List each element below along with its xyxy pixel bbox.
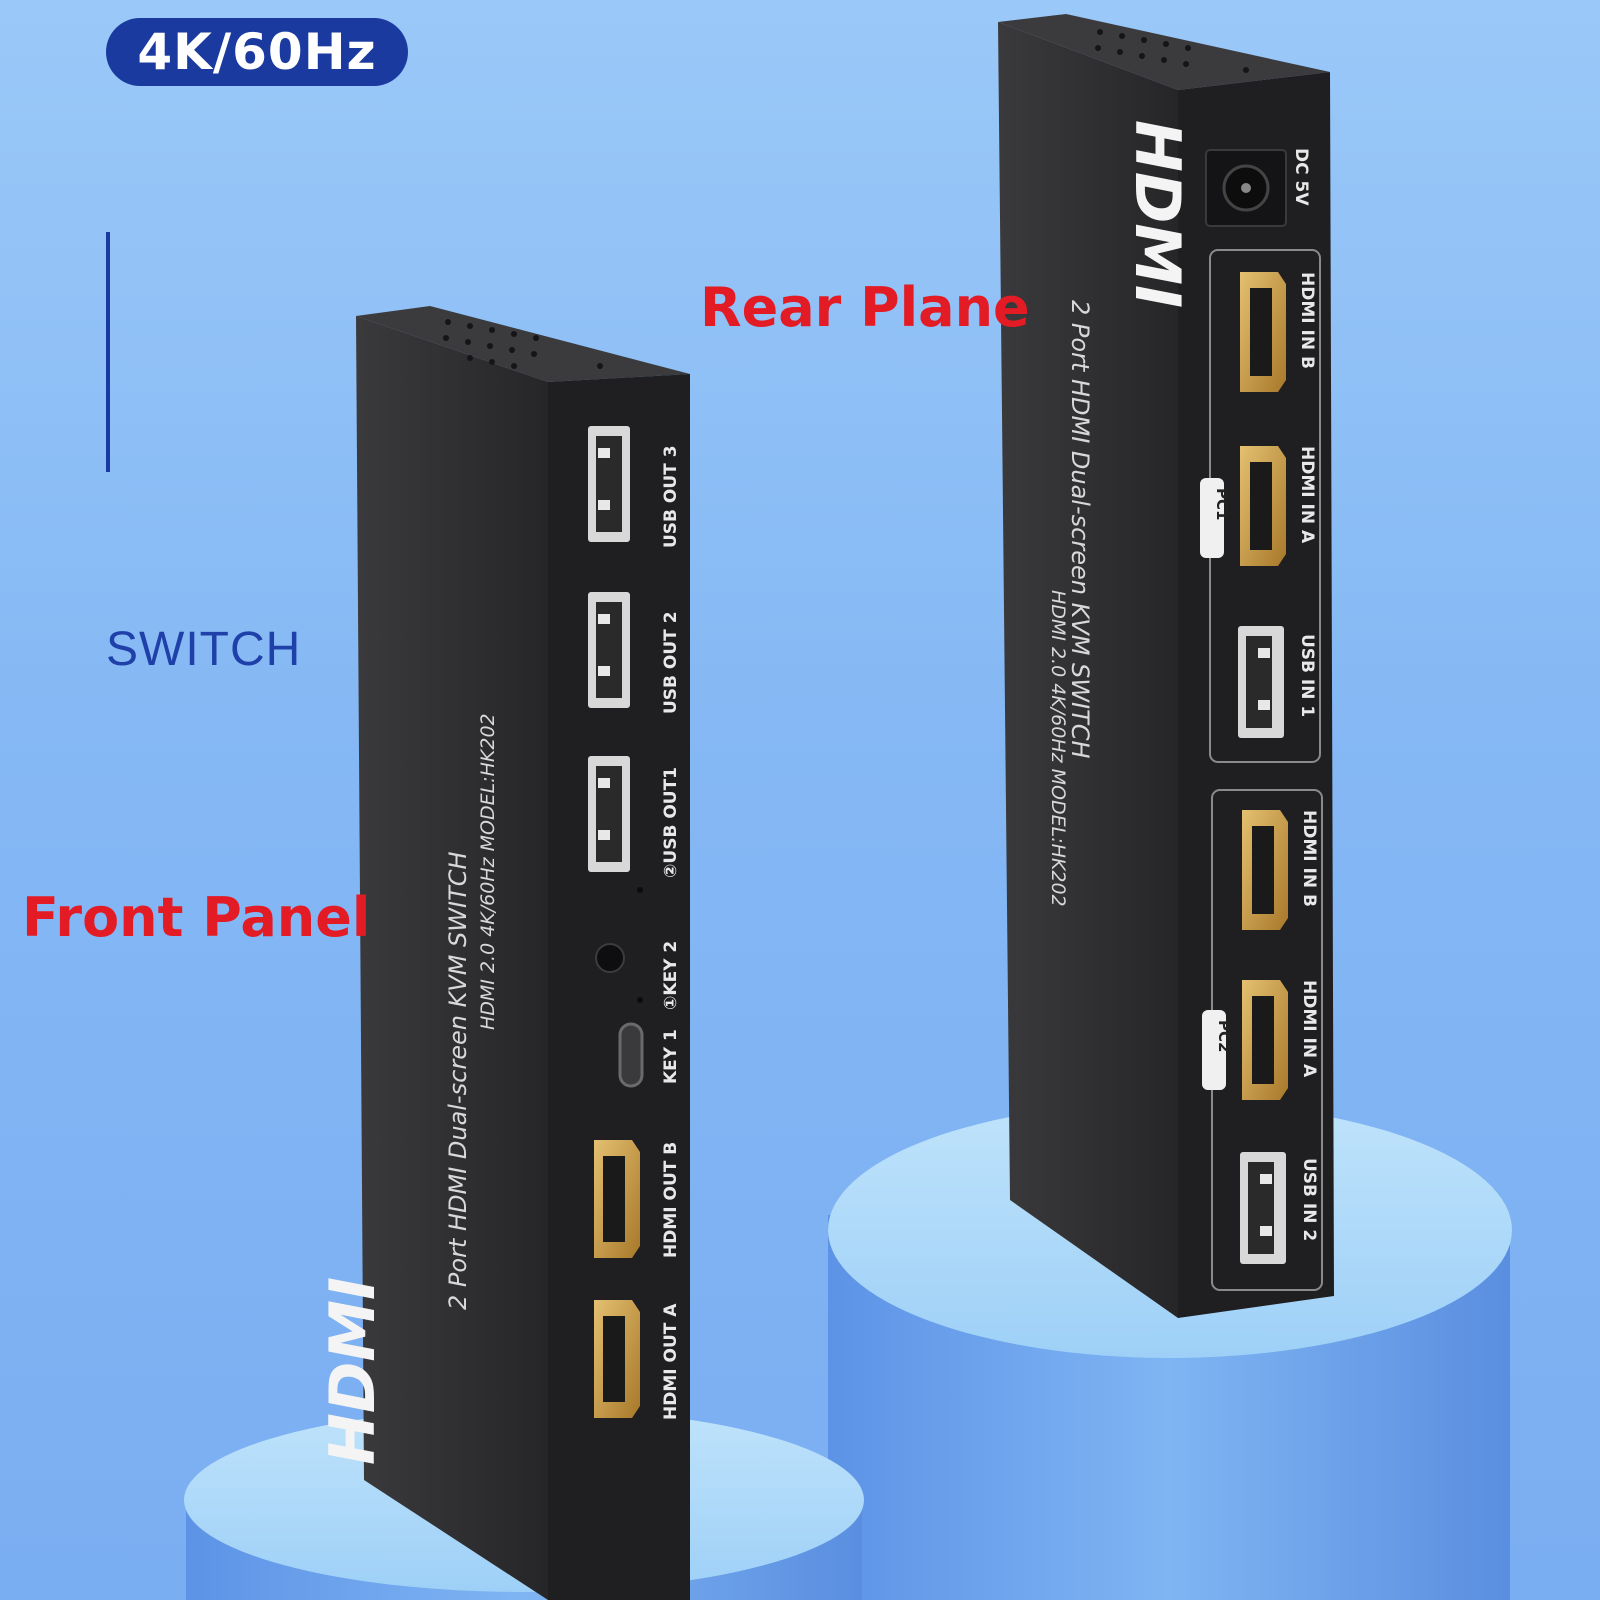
usb-out-2-label: USB OUT 2: [661, 611, 681, 714]
pc1-tag: [1200, 478, 1224, 558]
front-device: HDMI 2 Port HDMI Dual-screen KVM SWITCH …: [316, 306, 690, 1600]
pc2-hdmi-in-a-port: [1242, 980, 1288, 1100]
pc2-tag: [1202, 1010, 1226, 1090]
pc1-hdmi-in-b-label: HDMI IN B: [1297, 272, 1317, 369]
led-indicator: [637, 887, 643, 893]
usb-out-1-port: [588, 756, 630, 872]
rear-hdmi-logo: HDMI: [1121, 120, 1194, 308]
key1-port: [618, 1022, 644, 1088]
key1-label: KEY 1: [661, 1029, 681, 1084]
dc-label: DC 5V: [1291, 148, 1311, 206]
front-panel-label: Front Panel: [22, 886, 371, 949]
front-device-subtitle: HDMI 2.0 4K/60Hz MODEL:HK202: [477, 713, 499, 1030]
usb-in-2-port: [1240, 1152, 1286, 1264]
pc2-label: PC2: [1215, 1020, 1233, 1052]
front-device-title: 2 Port HDMI Dual-screen KVM SWITCH: [444, 851, 472, 1310]
hdmi-out-b-port: [594, 1140, 640, 1258]
led-indicator: [637, 997, 643, 1003]
key2-label: ①KEY 2: [661, 941, 681, 1010]
usb-in-2-label: USB IN 2: [1299, 1158, 1319, 1241]
resolution-badge: 4K/60Hz: [106, 18, 408, 86]
hdmi-out-a-label: HDMI OUT A: [661, 1303, 681, 1420]
hdmi-out-b-label: HDMI OUT B: [661, 1142, 681, 1258]
hdmi-out-a-port: [594, 1300, 640, 1418]
rear-device: HDMI 2 Port HDMI Dual-screen KVM SWITCH …: [998, 14, 1334, 1318]
pc1-label: PC1: [1213, 488, 1231, 520]
rear-plane-label: Rear Plane: [700, 276, 1030, 339]
usb-out-3-label: USB OUT 3: [661, 445, 681, 548]
key-button[interactable]: [595, 943, 625, 973]
usb-in-1-label: USB IN 1: [1297, 634, 1317, 717]
dc-jack: [1205, 149, 1287, 227]
usb-out-1-label: ②USB OUT1: [661, 767, 681, 878]
accent-line: [106, 232, 110, 472]
front-hdmi-logo: HDMI: [316, 1277, 389, 1465]
pc1-hdmi-in-a-port: [1240, 446, 1286, 566]
pc1-hdmi-in-a-label: HDMI IN A: [1297, 446, 1317, 544]
usb-out-2-port: [588, 592, 630, 708]
pc1-hdmi-in-b-port: [1240, 272, 1286, 392]
rear-device-title: 2 Port HDMI Dual-screen KVM SWITCH: [1066, 300, 1094, 759]
switch-label: SWITCH: [106, 623, 302, 676]
usb-in-1-port: [1238, 626, 1284, 738]
pc2-hdmi-in-a-label: HDMI IN A: [1299, 980, 1319, 1078]
usb-out-3-port: [588, 426, 630, 542]
rear-device-subtitle: HDMI 2.0 4K/60Hz MODEL:HK202: [1047, 590, 1069, 907]
pc2-hdmi-in-b-label: HDMI IN B: [1299, 810, 1319, 907]
pc2-hdmi-in-b-port: [1242, 810, 1288, 930]
